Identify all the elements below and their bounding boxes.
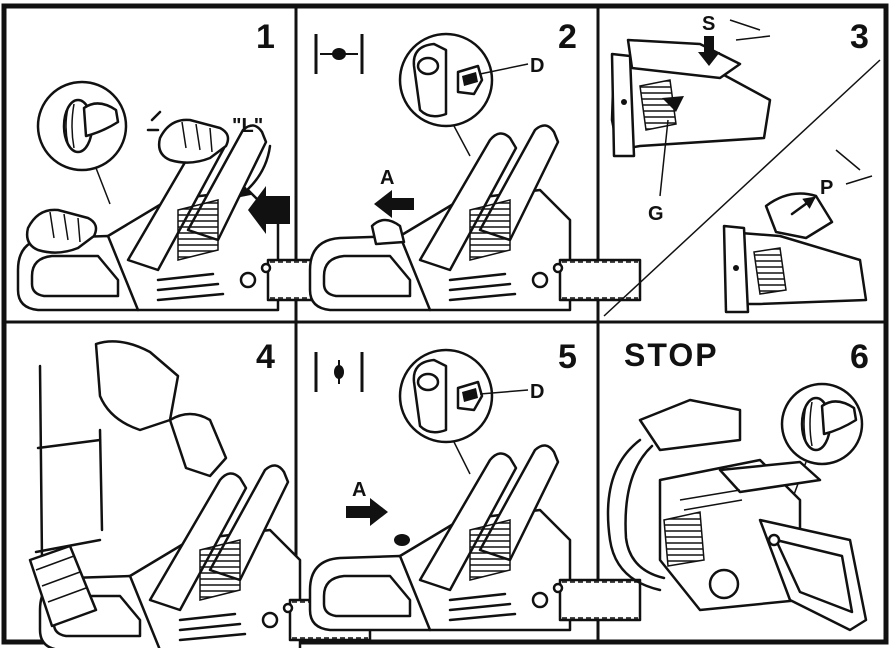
gloved-hand-icon (94, 340, 180, 432)
arrow-icon (374, 190, 414, 218)
panel-5-number: 5 (558, 338, 577, 376)
label-D: D (530, 55, 544, 77)
panel-2: 2 D A (308, 18, 642, 312)
label-A: A (380, 167, 394, 189)
panel-1: 1 "L" (16, 18, 350, 312)
divider-line (603, 59, 881, 317)
panel-3: 3 S G P (603, 13, 881, 317)
panel-4-number: 4 (256, 338, 275, 376)
choke-open-symbol-icon (314, 352, 364, 392)
panel-2-number: 2 (558, 18, 577, 56)
choke-closed-symbol-icon (314, 34, 364, 74)
stop-heading: STOP (624, 337, 719, 373)
arrow-icon (238, 144, 272, 198)
label-A: A (352, 479, 366, 501)
rear-handle-bottom-view (726, 230, 868, 306)
chainsaw-icon (308, 444, 642, 632)
panel-3-number: 3 (850, 18, 869, 56)
panel-6: STOP 6 (606, 337, 869, 632)
gloved-hand-icon (168, 412, 228, 478)
panel-5: 5 D A (308, 338, 642, 632)
label-P: P (820, 177, 833, 199)
label-G: G (648, 203, 664, 225)
arrow-icon (790, 196, 817, 216)
gloved-hand-icon (764, 192, 834, 240)
arrow-icon (698, 36, 720, 66)
chainsaw-front-view-icon (606, 398, 868, 632)
panel-4: 4 (28, 338, 372, 648)
chainsaw-icon (308, 124, 642, 312)
leg-icon (38, 364, 104, 562)
gloved-hand-icon (626, 38, 742, 80)
label-L: "L" (232, 115, 263, 137)
panel-6-number: 6 (850, 338, 869, 376)
arrow-icon (248, 186, 290, 234)
label-D: D (530, 381, 544, 403)
outer-frame (1, 3, 889, 645)
panel-1-number: 1 (256, 18, 275, 56)
throttle-trigger (662, 96, 684, 112)
arrow-icon (346, 498, 388, 526)
label-S: S (702, 13, 715, 35)
